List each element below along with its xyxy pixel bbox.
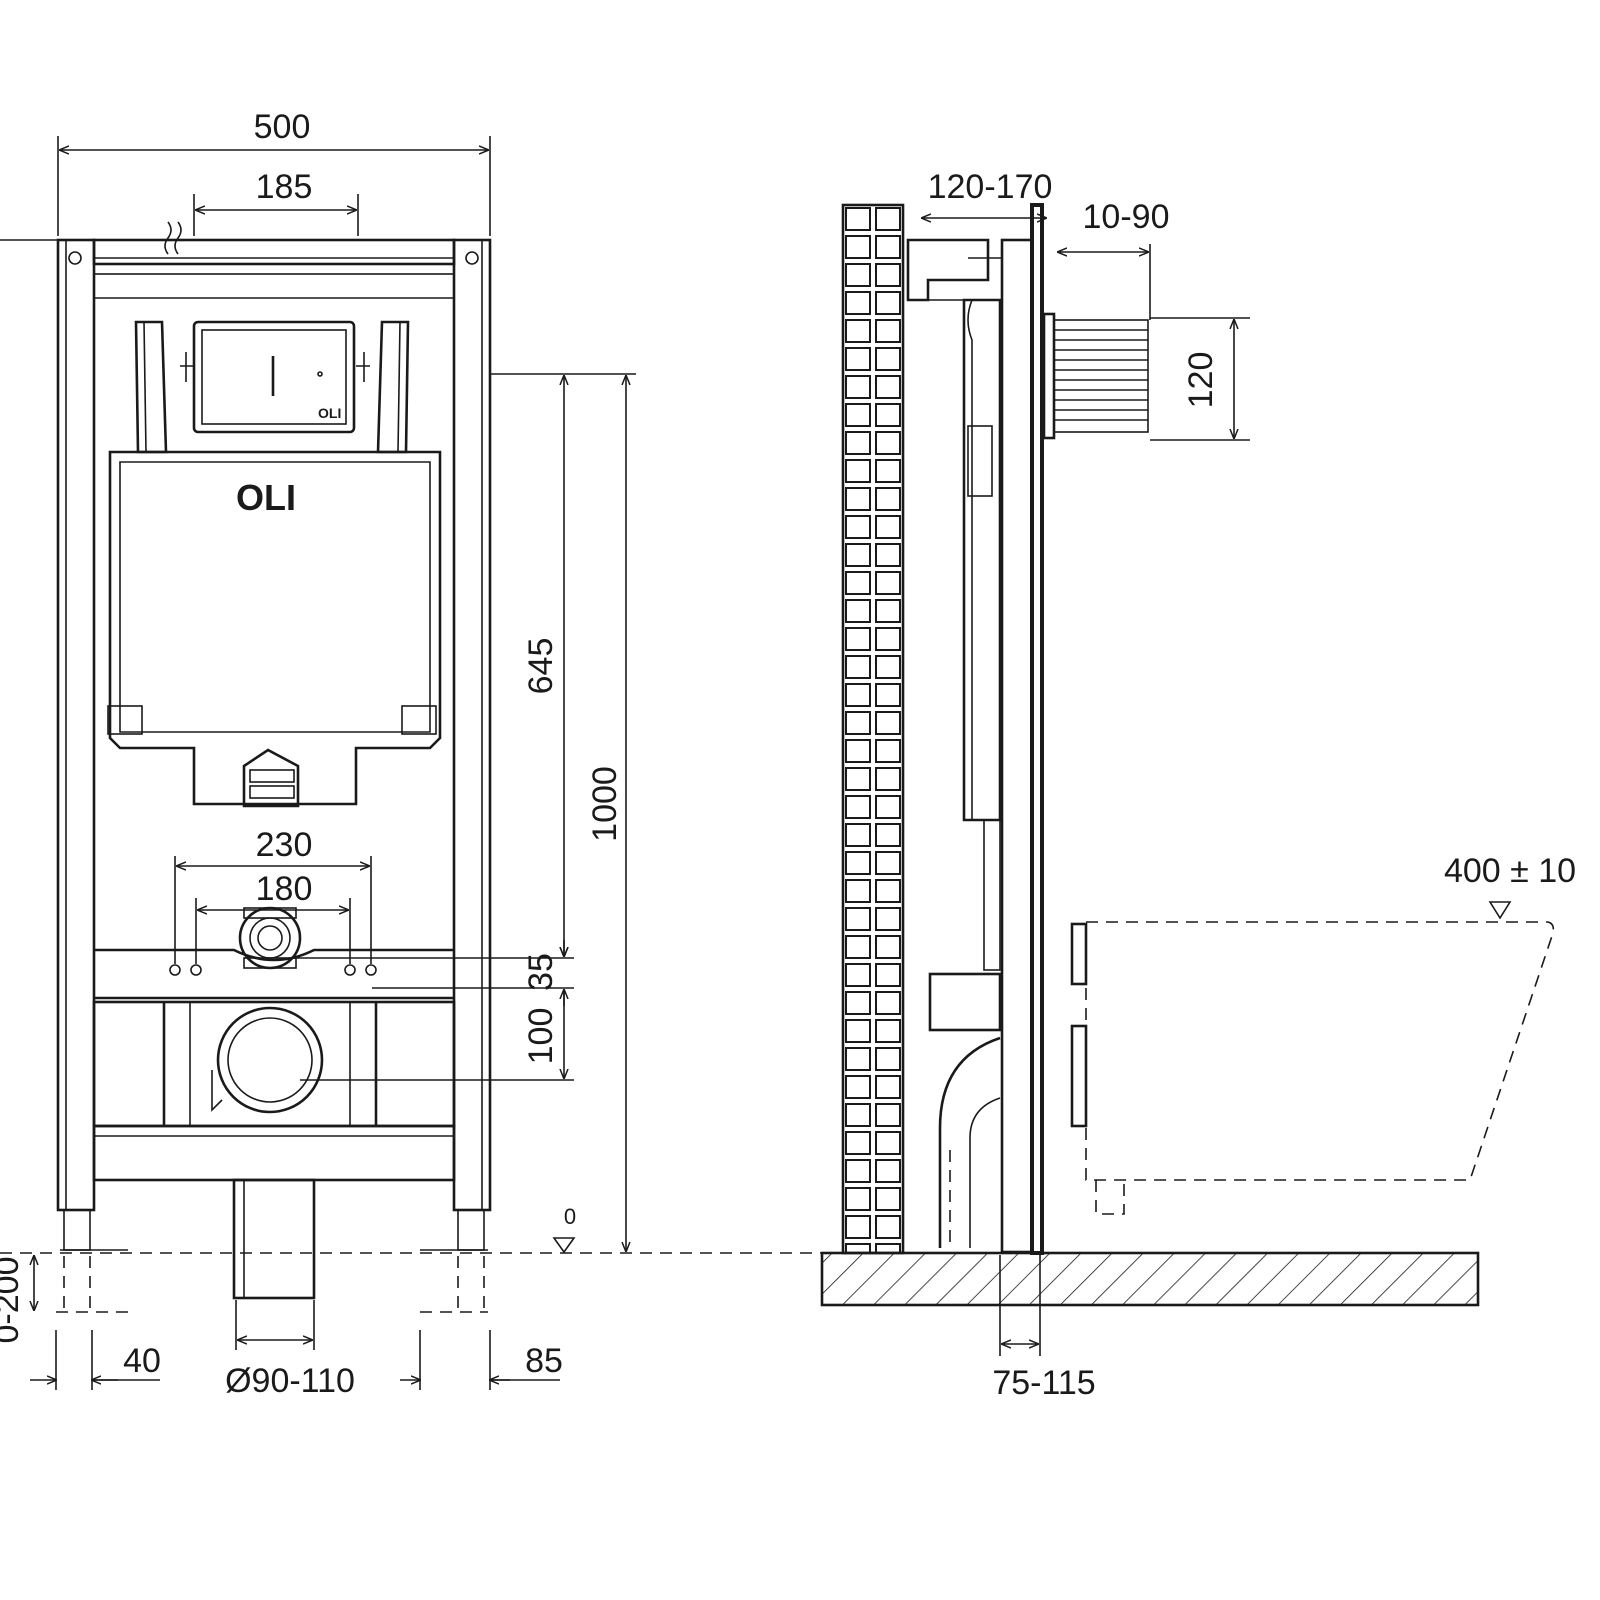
- floor-slab: [820, 1251, 1480, 1307]
- dim-foot-left-width: 40: [123, 1342, 161, 1380]
- brick-wall: [841, 203, 905, 1255]
- dim-bolt-offset: 35: [522, 953, 560, 991]
- dim-frame-height: 1000: [586, 766, 624, 842]
- dim-top-bracket-width: 185: [256, 168, 313, 206]
- right-frame-post: [420, 238, 492, 1251]
- dim-overall-width: 500: [254, 108, 311, 146]
- foot-details: [56, 1256, 488, 1313]
- dim-outer-bolt-spacing: 230: [256, 826, 313, 864]
- frame-side-profile: [906, 203, 1044, 1255]
- dim-flush-plate-height: 120: [1182, 352, 1220, 409]
- dim-drain-depth: 75-115: [992, 1364, 1095, 1402]
- flush-opening: OLI: [180, 320, 370, 434]
- brand-logo: OLI: [236, 477, 296, 518]
- toilet-bowl: [1070, 921, 1555, 1215]
- dim-drain-diameter: Ø90-110: [225, 1362, 355, 1400]
- dim-foot-height: 0-200: [0, 1257, 26, 1344]
- dim-drain-offset: 100: [522, 1008, 560, 1065]
- top-rail: [92, 221, 456, 299]
- dim-inner-bolt-spacing: 180: [256, 870, 313, 908]
- drain-section: [92, 1000, 456, 1300]
- flush-plate-side: [1042, 312, 1149, 440]
- dim-bowl-height: 400 ± 10: [1444, 852, 1576, 890]
- mounting-bar: [94, 906, 454, 1000]
- dim-flush-plate-depth: 10-90: [1083, 198, 1170, 236]
- floor-level-marker: 0: [564, 1204, 576, 1229]
- cistern-tank: OLI: [107, 450, 442, 808]
- side-view: 120-170 10-90 120 400 ± 10 75-115: [820, 168, 1576, 1402]
- side-dimension-lines: [922, 218, 1512, 1356]
- dim-wall-gap: 120-170: [928, 168, 1053, 206]
- small-logo: OLI: [318, 405, 341, 421]
- dim-foot-right-width: 85: [525, 1342, 563, 1380]
- front-dimension-lines: [0, 136, 636, 1390]
- front-view: OLI OLI: [0, 108, 830, 1400]
- left-frame-post: [56, 238, 128, 1251]
- dim-height-to-top: 645: [522, 638, 560, 695]
